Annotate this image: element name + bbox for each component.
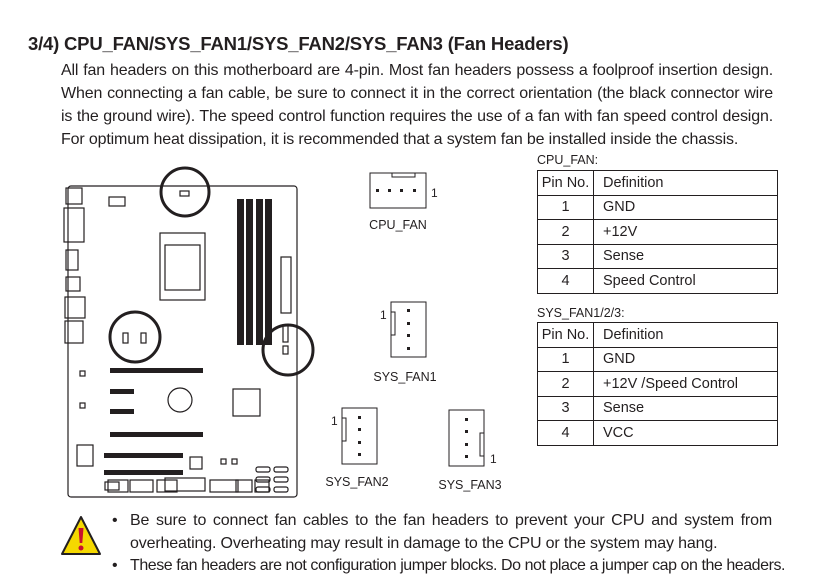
pin-cell: 4 [537, 420, 594, 446]
svg-text:1: 1 [431, 186, 438, 200]
header-definition: Definition [593, 170, 778, 196]
svg-text:1: 1 [331, 414, 338, 428]
motherboard-layout [63, 185, 298, 498]
note-item: •These fan headers are not configuration… [112, 557, 785, 574]
battery [167, 387, 193, 413]
cpu-fan-table-caption: CPU_FAN: [537, 153, 599, 167]
svg-text:1: 1 [490, 452, 497, 466]
definition-cell: +12V [593, 219, 778, 245]
svg-text:1: 1 [380, 308, 387, 322]
pin-cell: 3 [537, 395, 594, 421]
definition-cell: Sense [593, 395, 778, 421]
atx-power [280, 256, 292, 314]
header-pin-no: Pin No. [537, 170, 594, 196]
note-item: •Be sure to connect fan cables to the fa… [112, 512, 772, 552]
cpu-socket [159, 232, 206, 301]
pin-cell: 1 [537, 194, 594, 220]
cpu-fan-connector: 1 CPU_FAN [369, 172, 438, 232]
sys-fan3-label: SYS_FAN3 [438, 478, 501, 492]
sys-fan1-connector: 1 SYS_FAN1 [373, 301, 437, 384]
table-row: 2+12V [537, 219, 778, 245]
header-definition: Definition [593, 322, 778, 348]
warning-icon [60, 514, 102, 563]
header-pin-no: Pin No. [537, 322, 594, 348]
pin-cell: 4 [537, 268, 594, 294]
sys-fan-table-caption: SYS_FAN1/2/3: [537, 306, 625, 320]
sys-fan2-connector: 1 SYS_FAN2 [325, 407, 389, 489]
definition-cell: VCC [593, 420, 778, 446]
pin-cell: 1 [537, 346, 594, 372]
table-header-row: Pin No.Definition [537, 170, 778, 196]
definition-cell: GND [593, 194, 778, 220]
notes-list: •Be sure to connect fan cables to the fa… [112, 510, 785, 578]
sys-fan2-label: SYS_FAN2 [325, 475, 388, 489]
table-row: 2+12V /Speed Control [537, 371, 778, 397]
table-header-row: Pin No.Definition [537, 322, 778, 348]
sys-fan3-connector: 1 SYS_FAN3 [438, 409, 502, 492]
pin-cell: 3 [537, 243, 594, 269]
definition-cell: Sense [593, 243, 778, 269]
highlight-circles [108, 166, 315, 377]
pin-cell: 2 [537, 219, 594, 245]
description-paragraph: All fan headers on this motherboard are … [61, 62, 773, 148]
definition-cell: GND [593, 346, 778, 372]
sys-fan1-label: SYS_FAN1 [373, 370, 436, 384]
pin-cell: 2 [537, 371, 594, 397]
section-title: 3/4) CPU_FAN/SYS_FAN1/SYS_FAN2/SYS_FAN3 … [28, 33, 569, 54]
definition-cell: +12V /Speed Control [593, 371, 778, 397]
definition-cell: Speed Control [593, 268, 778, 294]
board-outline [67, 185, 298, 498]
cpu-fan-label: CPU_FAN [369, 218, 427, 232]
slots [104, 199, 272, 475]
